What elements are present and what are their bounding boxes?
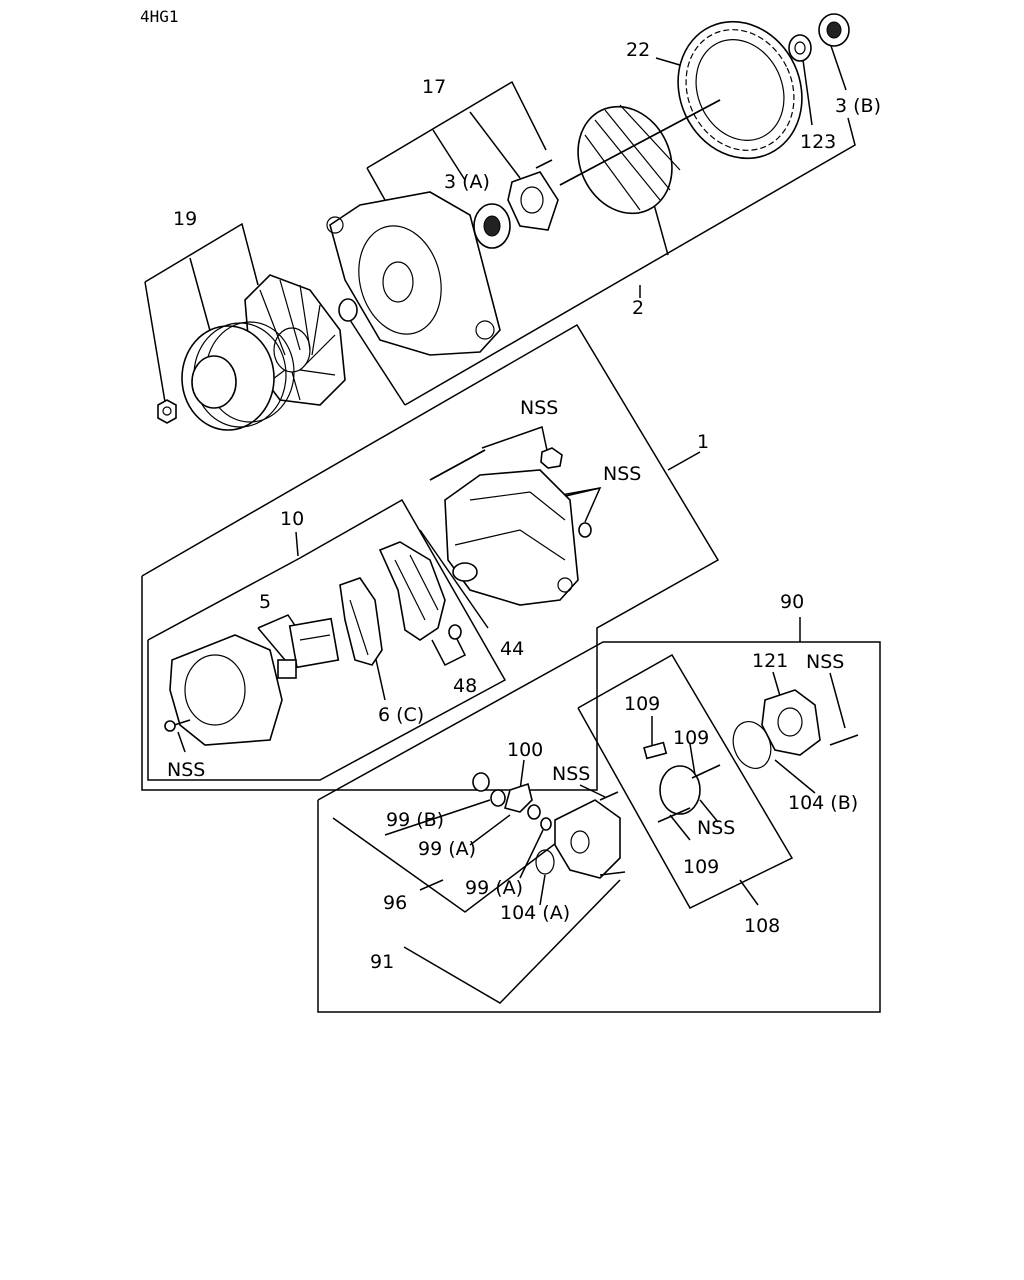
callout-100: 100 [507,739,543,761]
callout-19: 19 [173,208,197,230]
rear-cover-part [169,634,283,746]
retainer-screw-part [535,159,553,169]
callout-22: 22 [626,39,650,61]
diagram-code: 4HG1 [140,7,179,26]
spacer-part [788,34,812,62]
pulley-nut-part [157,399,177,424]
callout-44: 44 [500,638,524,660]
callout-17: 17 [422,76,446,98]
callout-6c: 6 (C) [378,704,424,726]
callout-3a: 3 (A) [444,171,490,193]
pump-cover-part [761,689,821,756]
callout-109-top: 109 [673,727,709,749]
valve-assembly-part [472,772,552,831]
rectifier-part [378,541,446,641]
front-housing-part [326,191,501,356]
callout-48: 48 [453,675,477,697]
cover-bolt-part [164,719,191,732]
callout-nss-screw: NSS [552,763,590,785]
callout-91: 91 [370,951,394,973]
callout-99a-lower: 99 (A) [465,877,523,899]
leader-lines [141,39,881,1013]
callout-109-bottom: 109 [683,856,719,878]
callout-99b: 99 (B) [386,809,444,831]
through-bolt-part [429,449,486,481]
rear-housing-part [444,469,579,606]
pump-o-ring-part [535,849,555,875]
callout-labels: 17 22 3 (A) 3 (B) 123 19 2 1 NSS NSS 10 … [167,39,881,973]
callout-104a: 104 (A) [500,902,570,924]
callout-1: 1 [697,431,709,453]
callout-96: 96 [383,892,407,914]
front-bearing-part [473,203,511,249]
housing-screw-part [599,791,619,801]
callout-nss-housing: NSS [603,463,641,485]
callout-90: 90 [780,591,804,613]
pulley-part [181,321,295,431]
callout-5: 5 [259,591,271,613]
pump-housing-part [554,799,626,879]
callout-10: 10 [280,508,304,530]
callout-2: 2 [632,297,644,319]
cover-bolt-right-part [829,734,859,746]
rear-bearing-part [818,13,850,47]
housing-nut-part [578,522,592,538]
callout-nss-terminal: NSS [520,397,558,419]
callout-121: 121 [752,650,788,672]
rectifier-nut-part [448,624,462,640]
seal-ring-part [338,298,358,322]
regulator-part [339,577,383,666]
retainer-plate-part [507,171,559,231]
callout-nss-cover: NSS [167,759,205,781]
terminal-nut-part [540,447,563,469]
callout-108: 108 [744,915,780,937]
callout-nss-rotor: NSS [697,817,735,839]
callout-99a-upper: 99 (A) [418,838,476,860]
cover-o-ring-part [732,721,772,769]
callout-3b: 3 (B) [835,95,881,117]
callout-109-vane: 109 [624,693,660,715]
rotor-part [559,99,721,215]
callout-nss-cover-bolt: NSS [806,651,844,673]
callout-123: 123 [800,131,836,153]
brush-holder-part [277,617,340,679]
stator-part [677,20,803,160]
pump-rotor-part [643,741,721,823]
callout-104b: 104 (B) [788,792,858,814]
